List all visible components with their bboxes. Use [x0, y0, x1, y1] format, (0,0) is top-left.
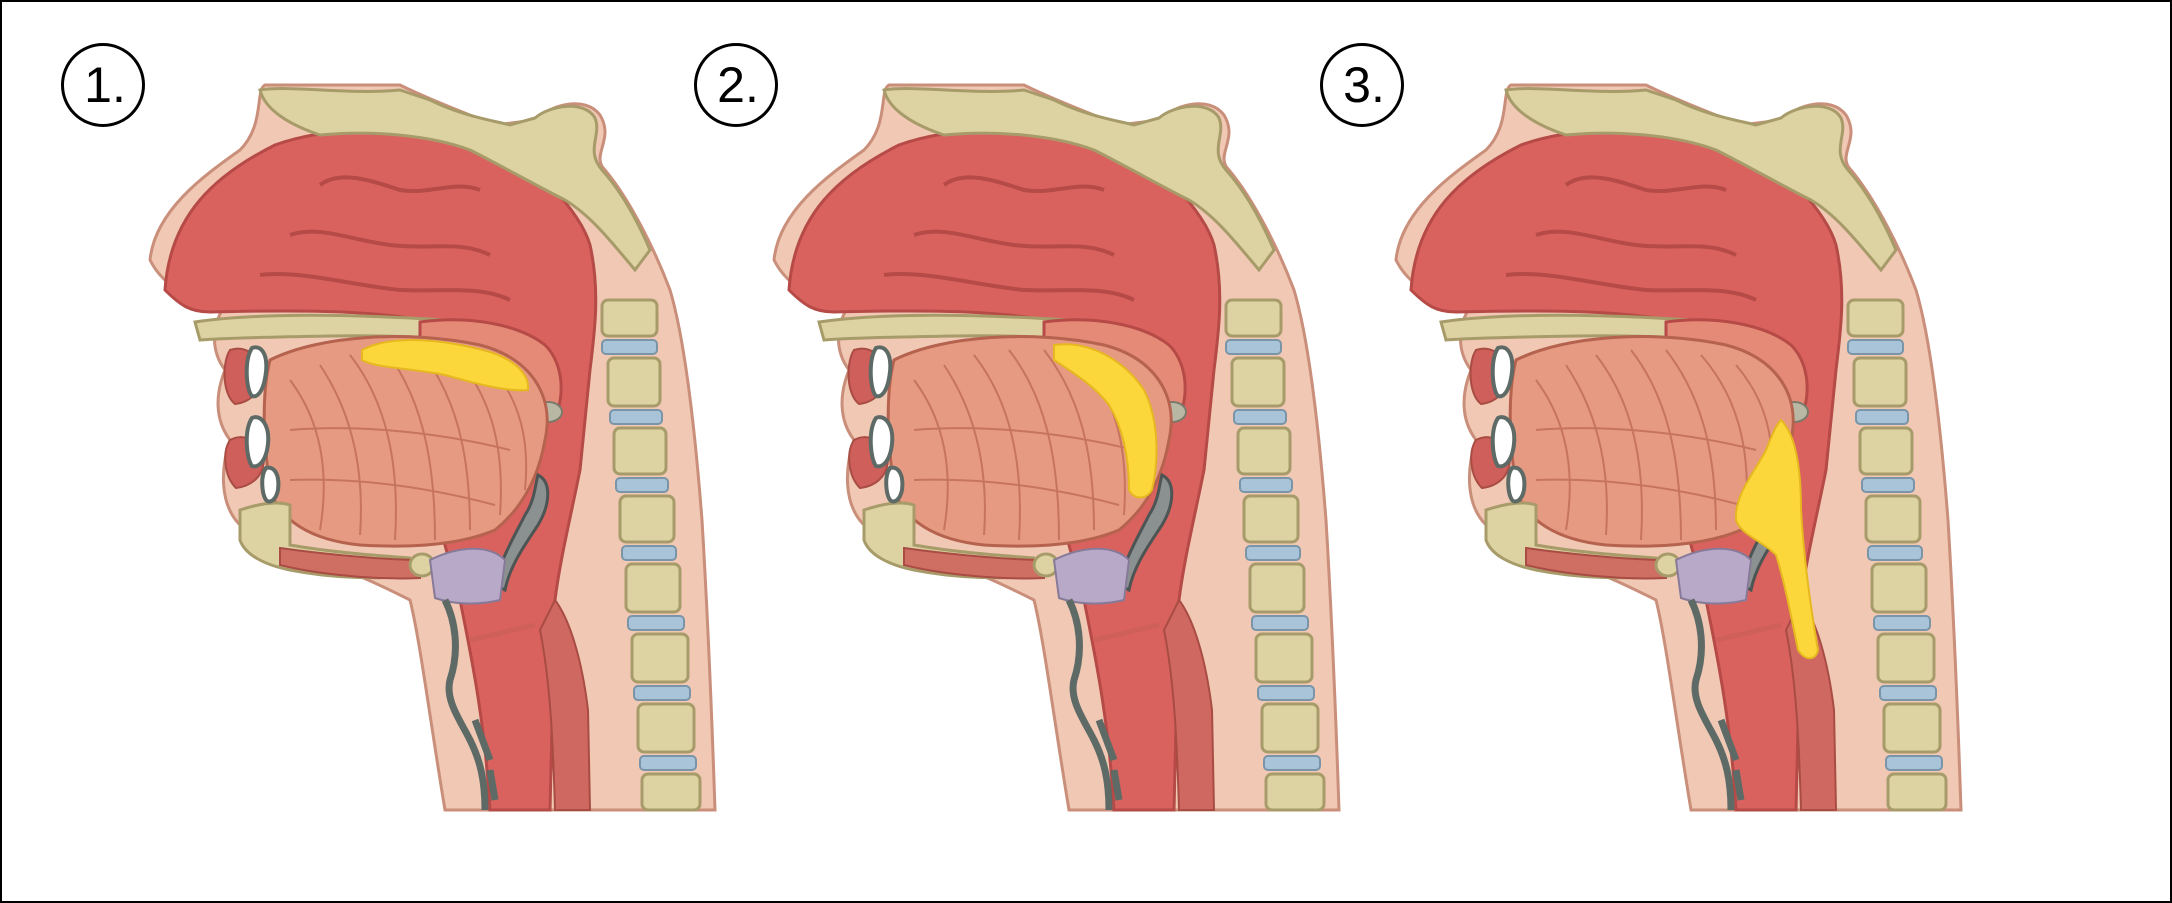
- step-label-3: 3.: [1320, 43, 1404, 127]
- bolus-highlight-1: [361, 339, 530, 392]
- bolus-highlight-2: [1053, 343, 1158, 499]
- panel-3: [1396, 85, 1961, 810]
- step-label-1-text: 1.: [84, 57, 126, 113]
- step-label-2-text: 2.: [717, 57, 759, 113]
- panel-1: [150, 85, 715, 810]
- step-label-3-text: 3.: [1343, 57, 1385, 113]
- bolus-highlight-3: [1734, 418, 1820, 660]
- panel-2: [774, 85, 1339, 810]
- step-label-1: 1.: [61, 43, 145, 127]
- step-label-2: 2.: [694, 43, 778, 127]
